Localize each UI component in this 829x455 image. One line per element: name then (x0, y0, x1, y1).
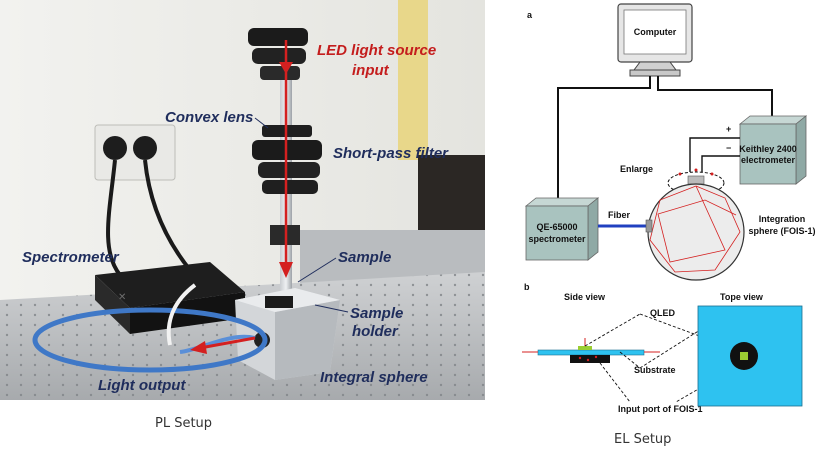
integration-label-2: sphere (FOIS-1) (748, 226, 815, 236)
qe-label-2: spectrometer (528, 234, 586, 244)
label-sample: Sample (338, 249, 391, 266)
panel-b-label: b (524, 282, 530, 292)
qe65000-spectrometer (524, 197, 600, 261)
keithley-label-2: electrometer (741, 155, 796, 165)
fiber-cable (32, 307, 268, 373)
el-setup-diagram: a Computer Keithley 2400 electrometer + … (522, 3, 816, 414)
side-view-emission-arrows (522, 338, 660, 353)
minus-terminal: − (726, 143, 731, 153)
label-sample-holder-2: holder (352, 323, 399, 340)
label-led-source: LED light source (317, 42, 436, 59)
label-led-input: input (352, 62, 390, 79)
keithley-label-1: Keithley 2400 (739, 144, 797, 154)
light-output-arrow (199, 336, 256, 350)
yellow-strip (398, 0, 428, 160)
spectrometer-device (95, 262, 245, 308)
label-light-output: Light output (98, 377, 186, 394)
enlarge-label: Enlarge (620, 164, 653, 174)
label-short-pass-filter: Short-pass filter (333, 145, 449, 162)
led-source (248, 28, 308, 46)
el-setup-caption: EL Setup (614, 432, 672, 447)
substrate-label: Substrate (634, 365, 676, 375)
keithley-electrometer (738, 115, 808, 185)
red-dots (678, 168, 714, 176)
computer-monitor (617, 3, 693, 77)
label-sample-holder-1: Sample (350, 305, 403, 322)
label-spectrometer: Spectrometer (22, 249, 120, 266)
side-view-label: Side view (564, 292, 606, 302)
pl-setup-caption: PL Setup (155, 416, 213, 431)
computer-label: Computer (634, 27, 677, 37)
qled-label: QLED (650, 308, 676, 318)
top-view-device (697, 305, 803, 407)
sphere-ray-paths (649, 185, 741, 273)
panel-a-label: a (527, 10, 533, 20)
label-convex-lens: Convex lens (165, 109, 253, 126)
qe-label-1: QE-65000 (536, 222, 577, 232)
plus-terminal: + (726, 124, 731, 134)
fiber-label: Fiber (608, 210, 631, 220)
integration-label-1: Integration (759, 214, 806, 224)
svg-text:✕: ✕ (118, 292, 126, 303)
wire-computer-keithley (657, 76, 773, 120)
pl-setup-photo: ✕ LED light source input Convex lens Sho… (0, 0, 485, 400)
wire-computer-spectrometer (557, 76, 651, 203)
label-integral-sphere: Integral sphere (320, 369, 428, 386)
input-port-label: Input port of FOIS-1 (618, 404, 703, 414)
side-view-device (537, 346, 645, 363)
top-view-label: Tope view (720, 292, 764, 302)
